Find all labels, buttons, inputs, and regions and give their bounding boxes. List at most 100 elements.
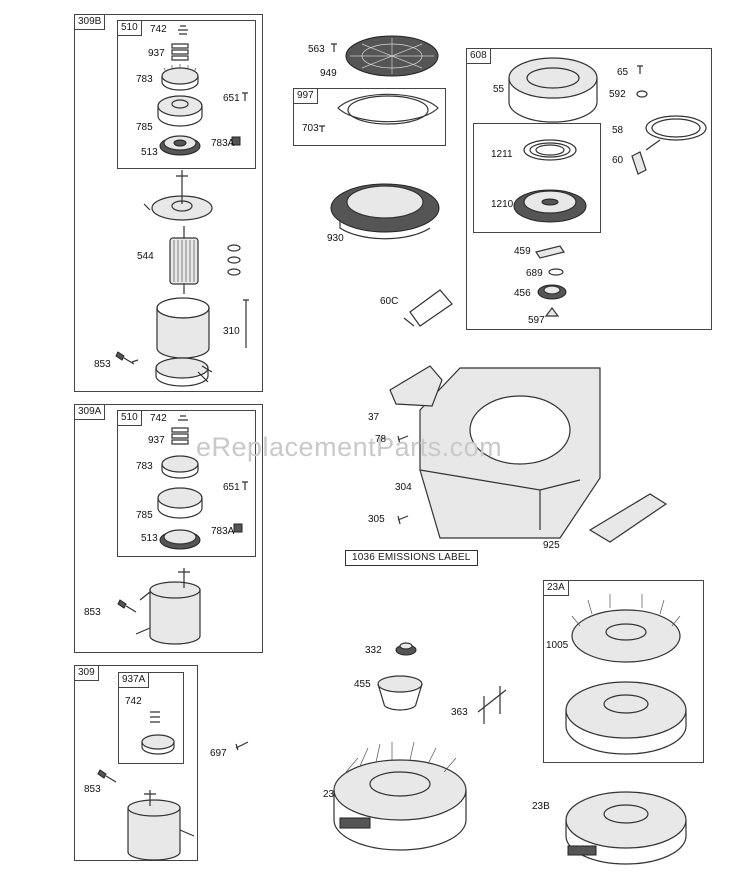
grass-screen-949-icon <box>345 35 439 77</box>
group-608-tag: 608 <box>467 49 491 64</box>
nut-783a-icon <box>233 523 243 533</box>
part-label-592: 592 <box>609 89 626 100</box>
group-309-box: 309 <box>74 665 198 861</box>
pinion-513-icon <box>159 529 201 550</box>
part-label-363: 363 <box>451 707 468 718</box>
part-label-37: 37 <box>368 412 380 423</box>
part-label-853: 853 <box>84 607 101 618</box>
part-label-455: 455 <box>354 679 371 690</box>
starter-motor-icon <box>127 790 195 861</box>
connector-853-icon <box>117 599 137 613</box>
part-label-783a: 783A <box>211 526 235 537</box>
spring-742-icon <box>178 25 188 35</box>
group-510-box-lower: 510 <box>117 410 256 557</box>
part-label-305: 305 <box>368 514 385 525</box>
rotating-screen-plate-icon <box>337 93 439 125</box>
screw-597-icon <box>544 307 560 317</box>
spring-937-icon <box>171 43 189 61</box>
rope-guide-60c-icon <box>403 289 453 327</box>
group-510-tag-upper: 510 <box>118 21 142 36</box>
part-label-783: 783 <box>136 461 153 472</box>
part-label-785: 785 <box>136 510 153 521</box>
flywheel-lower-icon <box>565 681 687 755</box>
part-label-703: 703 <box>302 123 319 134</box>
part-label-689: 689 <box>526 268 543 279</box>
part-label-1005: 1005 <box>546 640 569 651</box>
part-label-742: 742 <box>150 24 167 35</box>
part-label-783a: 783A <box>211 138 235 149</box>
group-937a-box: 937A <box>118 672 184 764</box>
retainer-456-icon <box>537 284 567 300</box>
armature-544-icon <box>169 226 199 294</box>
group-309-tag: 309 <box>75 666 99 681</box>
pawl-459-icon <box>535 245 565 259</box>
part-label-304: 304 <box>395 482 412 493</box>
nut-332-icon <box>395 642 417 656</box>
group-23a-box: 23A <box>543 580 704 763</box>
part-label-783: 783 <box>136 74 153 85</box>
spring-937-icon <box>171 427 189 445</box>
part-label-23: 23 <box>323 789 335 800</box>
part-label-456: 456 <box>514 288 531 299</box>
spring-1211-icon <box>523 139 577 161</box>
connector-853-icon <box>97 769 117 783</box>
emissions-label: 1036 EMISSIONS LABEL <box>345 550 478 566</box>
screw-651-icon <box>242 481 248 490</box>
screw-651-icon <box>242 92 248 101</box>
group-608-inner-box <box>473 123 601 233</box>
end-cap-icon <box>143 170 213 221</box>
deflector-925-icon <box>588 493 668 543</box>
group-309a-tag: 309A <box>75 405 106 420</box>
screw-697-icon <box>235 741 249 751</box>
part-label-785: 785 <box>136 122 153 133</box>
connector-853-icon <box>115 351 139 365</box>
gear-783-icon <box>161 455 199 479</box>
part-label-310: 310 <box>223 326 240 337</box>
clutch-785-icon <box>157 487 203 519</box>
group-309a-box: 309A <box>74 404 263 653</box>
part-label-1210: 1210 <box>491 199 514 210</box>
flywheel-1005-icon <box>571 594 681 663</box>
blower-housing-930-icon <box>330 183 440 240</box>
part-label-513: 513 <box>141 147 158 158</box>
end-plate-icon <box>155 357 213 387</box>
part-label-60: 60 <box>612 155 624 166</box>
part-label-60c: 60C <box>380 296 399 307</box>
part-label-742: 742 <box>125 696 142 707</box>
spring-689-icon <box>548 268 564 276</box>
part-label-853: 853 <box>84 784 101 795</box>
part-label-459: 459 <box>514 246 531 257</box>
nut-783a-icon <box>231 136 241 146</box>
group-510-box-upper: 510 <box>117 20 256 169</box>
part-label-925: 925 <box>543 540 560 551</box>
screw-78-icon <box>397 435 409 445</box>
screw-563-icon <box>331 43 337 52</box>
part-label-651: 651 <box>223 482 240 493</box>
group-608-box: 608 <box>466 48 712 330</box>
blower-housing-304-icon <box>419 367 601 539</box>
part-label-563: 563 <box>308 44 325 55</box>
part-label-597: 597 <box>528 315 545 326</box>
part-label-544: 544 <box>137 251 154 262</box>
part-label-55: 55 <box>493 84 505 95</box>
starter-motor-icon <box>135 568 201 645</box>
group-510-tag-lower: 510 <box>118 411 142 426</box>
part-label-697: 697 <box>210 748 227 759</box>
part-label-930: 930 <box>327 233 344 244</box>
part-label-23b: 23B <box>532 801 550 812</box>
bolt-310-icon <box>243 299 249 348</box>
part-label-651: 651 <box>223 93 240 104</box>
clutch-785-icon <box>157 95 203 127</box>
part-label-1211: 1211 <box>491 149 513 160</box>
part-label-58: 58 <box>612 125 624 136</box>
rope-58-icon <box>645 115 707 141</box>
pinion-513-icon <box>159 135 201 156</box>
cup-455-icon <box>377 675 423 711</box>
group-309b-tag: 309B <box>75 15 106 30</box>
pulley-1210-icon <box>513 189 587 223</box>
screw-65-icon <box>637 65 643 74</box>
gear-783-icon <box>161 64 199 91</box>
nut-592-icon <box>636 90 648 98</box>
group-997-box: 997 <box>293 88 446 146</box>
